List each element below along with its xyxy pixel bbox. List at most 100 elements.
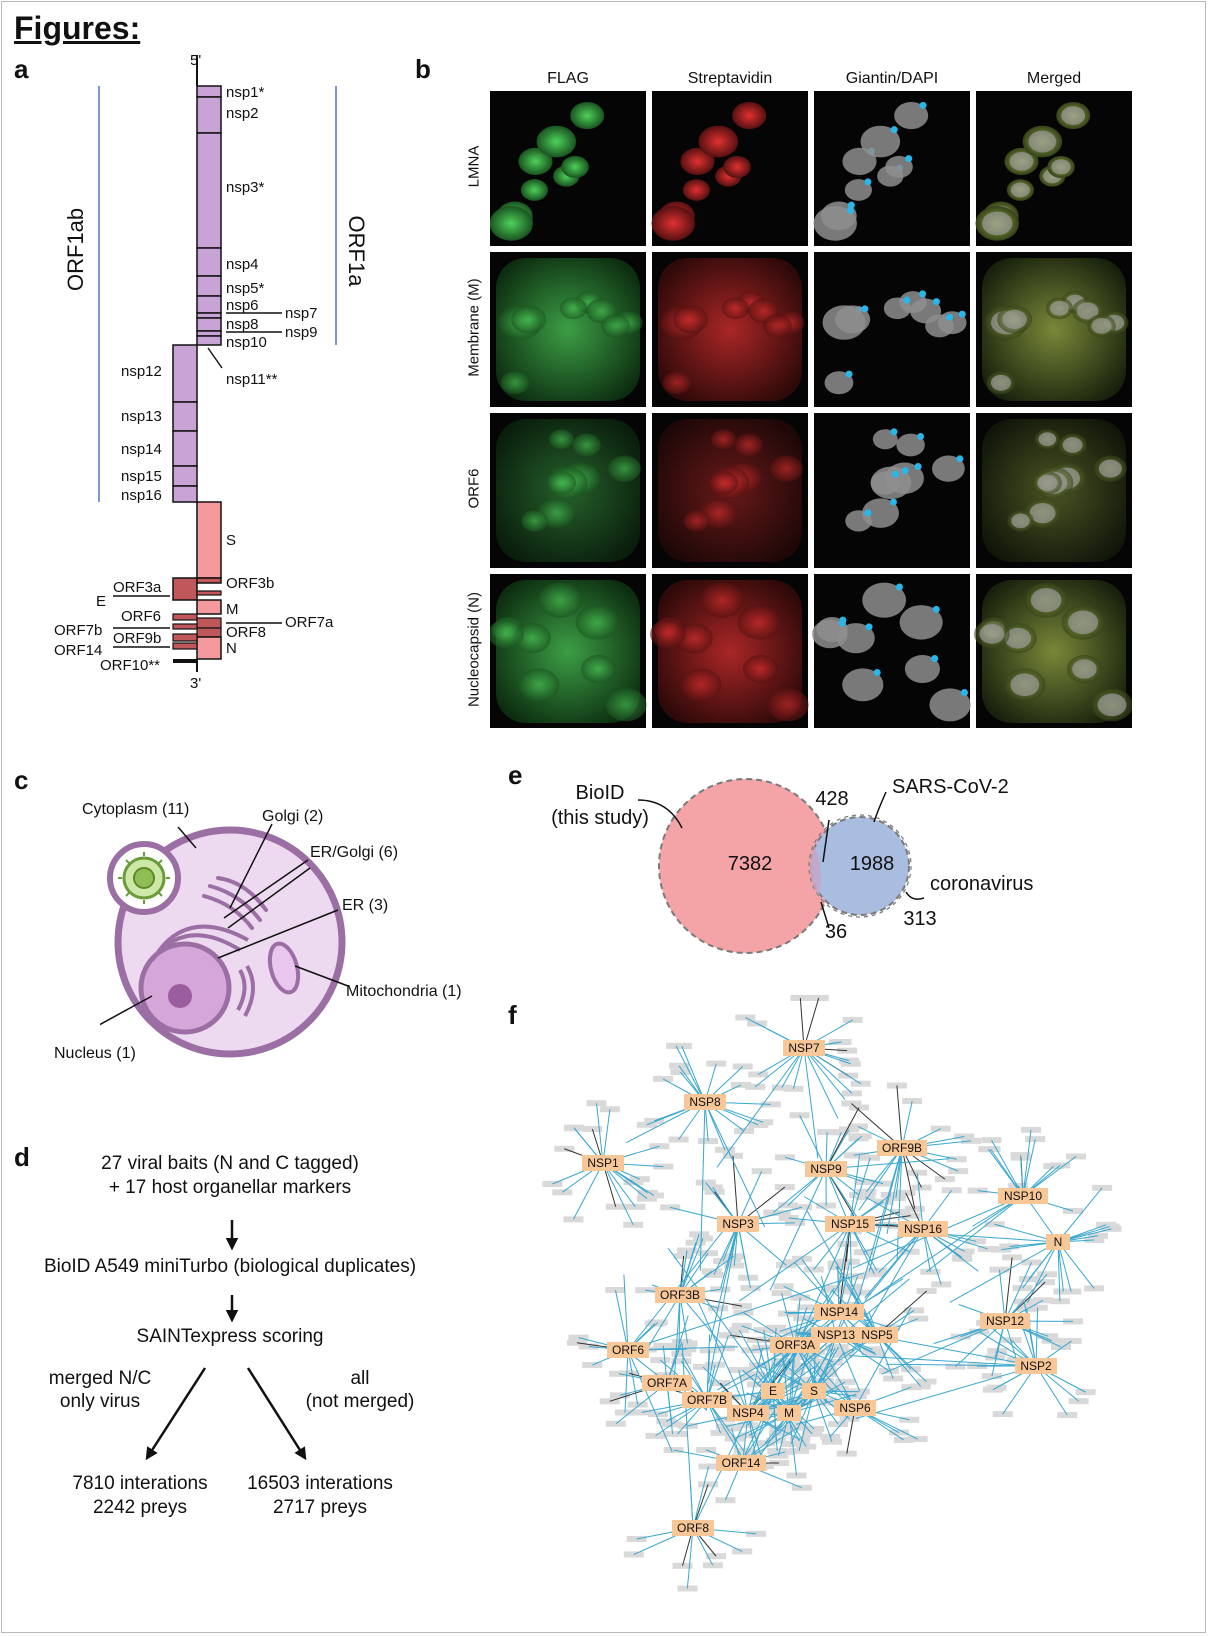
edge — [803, 1047, 819, 1159]
edge — [738, 1329, 774, 1392]
value-36: 36 — [824, 921, 848, 943]
prey-node — [1035, 1279, 1056, 1286]
prey-node — [1043, 1163, 1064, 1170]
pipeline-markers: + 17 host organellar markers — [108, 1177, 352, 1198]
micrograph-3-1 — [650, 574, 809, 728]
prey-node — [721, 1425, 742, 1432]
bait-label: NSP10 — [1004, 1189, 1042, 1203]
edge — [808, 1355, 856, 1409]
bait-box — [811, 1327, 861, 1343]
block-nsp4 — [196, 247, 222, 277]
edge — [708, 1223, 739, 1384]
edge — [679, 1294, 689, 1344]
prey-node — [948, 1168, 969, 1175]
row-label-nucleocapsid: Nucleocapsid (N) — [465, 591, 483, 708]
prey-node — [672, 1562, 693, 1569]
prey-node — [854, 1179, 875, 1186]
edge — [1027, 1241, 1059, 1304]
edge — [706, 1335, 729, 1401]
edge — [697, 1300, 749, 1414]
edge — [835, 1266, 878, 1336]
label-ORF7a: ORF7a — [285, 614, 334, 631]
prey-node — [784, 1259, 805, 1266]
col-header-flag: FLAG — [547, 70, 589, 87]
bait-node-nsp14: NSP14 — [814, 1304, 864, 1320]
result-right-preys: 2717 preys — [272, 1497, 367, 1518]
edge — [803, 997, 820, 1049]
edge — [895, 1339, 1037, 1367]
prey-node — [849, 1104, 870, 1111]
prey-node — [837, 1047, 858, 1054]
edge — [747, 1347, 763, 1414]
venn-coronavirus — [808, 814, 912, 918]
bait-node-n: N — [1046, 1234, 1070, 1250]
prey-node — [841, 1100, 862, 1107]
block-nsp10 — [196, 335, 222, 346]
col-header-streptavidin: Streptavidin — [687, 70, 773, 87]
value-313: 313 — [903, 908, 937, 930]
edge — [1057, 1187, 1103, 1243]
prey-node — [840, 1060, 861, 1067]
edge — [825, 1168, 863, 1226]
micrograph-0-2 — [813, 91, 970, 246]
bait-label: N — [1054, 1235, 1063, 1249]
prey-node — [817, 1129, 838, 1136]
edge — [855, 1365, 1037, 1419]
edge — [876, 1334, 922, 1387]
edge — [737, 1171, 763, 1225]
prey-node — [864, 1271, 885, 1278]
bait-label: NSP16 — [904, 1222, 942, 1236]
bait-box — [761, 1383, 785, 1399]
prey-node — [886, 1082, 907, 1089]
prey-node — [1037, 1271, 1058, 1278]
prey-node — [900, 1366, 921, 1373]
prey-node — [1092, 1184, 1113, 1191]
prey-node — [673, 1252, 694, 1259]
micrograph-2-3 — [976, 413, 1132, 568]
micrograph-0-3 — [975, 91, 1132, 246]
edge — [1057, 1241, 1072, 1292]
prey-node — [663, 1447, 684, 1454]
label-nsp13: nsp13 — [121, 408, 162, 425]
prey-node — [880, 1191, 901, 1198]
prey-node — [699, 1347, 720, 1354]
label-ORF7b: ORF7b — [54, 622, 103, 639]
edge — [646, 1294, 681, 1350]
prey-node — [685, 1239, 706, 1246]
bait-label: NSP13 — [817, 1328, 855, 1342]
edge — [998, 1269, 1006, 1322]
prey-node — [566, 1339, 587, 1346]
prey-node — [625, 1203, 646, 1210]
prey-node — [758, 1336, 779, 1343]
bait-node-nsp6: NSP6 — [834, 1400, 876, 1416]
prey-node — [1025, 1136, 1046, 1143]
prey-node — [693, 1235, 714, 1242]
prey-node — [705, 1361, 726, 1368]
edge — [781, 1292, 796, 1346]
prey-node — [978, 1146, 999, 1153]
prey-node — [774, 1154, 795, 1161]
edge — [886, 1147, 903, 1235]
label-ORF9b: ORF9b — [113, 630, 162, 647]
block-ORF3a — [172, 577, 198, 601]
edge — [732, 1155, 739, 1225]
edge — [991, 1139, 1024, 1197]
bait-label: NSP9 — [810, 1162, 842, 1176]
prey-node — [668, 1136, 689, 1143]
pointer-428 — [822, 819, 830, 863]
bait-node-orf9b: ORF9B — [877, 1140, 927, 1156]
bait-node-orf7b: ORF7B — [682, 1392, 732, 1408]
edge — [756, 1339, 774, 1392]
bait-node-orf6: ORF6 — [607, 1342, 649, 1358]
prey-node — [723, 1253, 744, 1260]
edge — [858, 1147, 903, 1211]
prey-node — [1002, 1254, 1023, 1261]
block-M — [196, 599, 222, 615]
prey-node — [1027, 1304, 1048, 1311]
label-bioid: BioID — [575, 782, 625, 804]
prey-node — [670, 1069, 691, 1076]
label-ORF8: ORF8 — [226, 624, 267, 641]
prey-node — [809, 1358, 830, 1365]
bait-node-nsp16: NSP16 — [898, 1221, 948, 1237]
